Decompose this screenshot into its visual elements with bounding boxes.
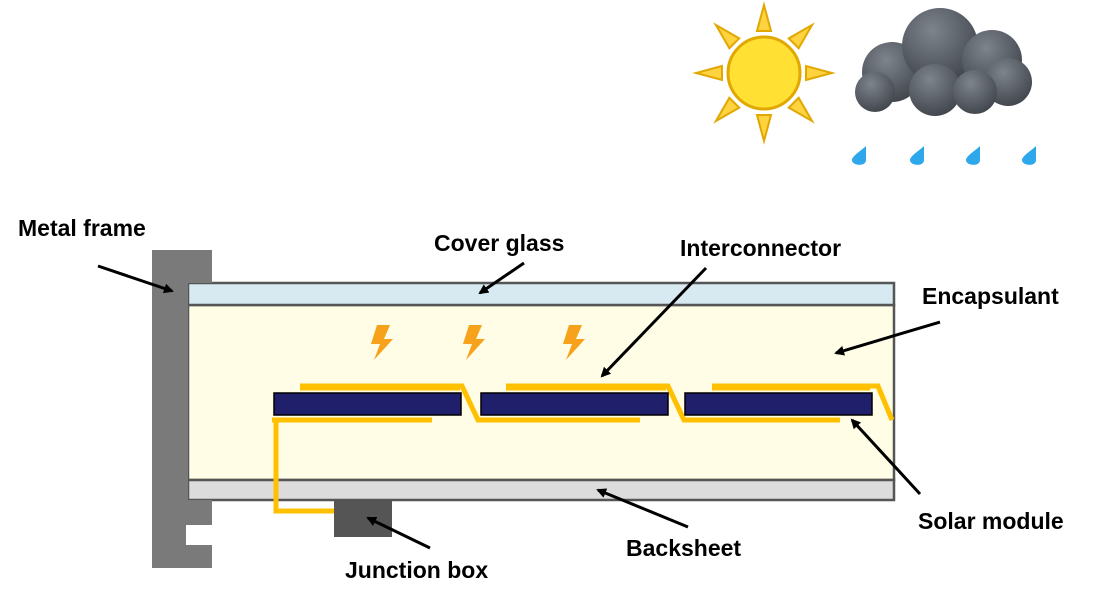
label-junction-box: Junction box xyxy=(345,557,488,583)
sun-ray xyxy=(713,22,741,50)
solar-cell xyxy=(273,392,462,416)
solar-cell xyxy=(684,392,873,416)
lightning-bolt-icon xyxy=(563,325,585,360)
label-backsheet: Backsheet xyxy=(626,535,741,561)
raindrop-icon xyxy=(1022,146,1036,165)
sun-ray xyxy=(713,96,741,124)
callout-arrows xyxy=(97,261,941,550)
arrow-metal-frame xyxy=(97,264,174,294)
sun-ray xyxy=(787,96,815,124)
label-solar-module: Solar module xyxy=(918,508,1064,534)
metal-frame xyxy=(152,250,212,568)
raindrop-icon xyxy=(966,146,980,165)
rain-cloud-icon xyxy=(855,8,1032,116)
sun-ray xyxy=(805,64,836,82)
lightning-bolts xyxy=(371,325,585,360)
arrow-junction-box xyxy=(366,516,431,550)
sun-ray xyxy=(692,64,723,82)
label-cover-glass: Cover glass xyxy=(434,230,564,256)
sun-icon xyxy=(692,1,836,145)
solar-cell xyxy=(480,392,669,416)
label-interconnector: Interconnector xyxy=(680,235,841,261)
sun-ray xyxy=(755,1,773,32)
raindrop-icon xyxy=(910,146,924,165)
label-encapsulant: Encapsulant xyxy=(922,283,1059,309)
sun-disc xyxy=(726,35,802,111)
sun-ray xyxy=(787,22,815,50)
backsheet-layer xyxy=(186,478,896,502)
arrow-backsheet xyxy=(596,488,689,529)
raindrops xyxy=(852,146,1036,165)
arrow-cover-glass xyxy=(478,261,525,295)
label-metal-frame: Metal frame xyxy=(18,215,146,241)
solar-cells xyxy=(273,392,873,416)
junction-box xyxy=(334,500,392,537)
arrow-interconnector xyxy=(600,266,708,378)
lightning-bolt-icon xyxy=(463,325,485,360)
lightning-bolt-icon xyxy=(371,325,393,360)
arrow-encapsulant xyxy=(834,320,941,356)
arrow-solar-module xyxy=(850,418,922,496)
sun-ray xyxy=(755,114,773,145)
raindrop-icon xyxy=(852,146,866,165)
cover-glass-layer xyxy=(186,281,896,307)
